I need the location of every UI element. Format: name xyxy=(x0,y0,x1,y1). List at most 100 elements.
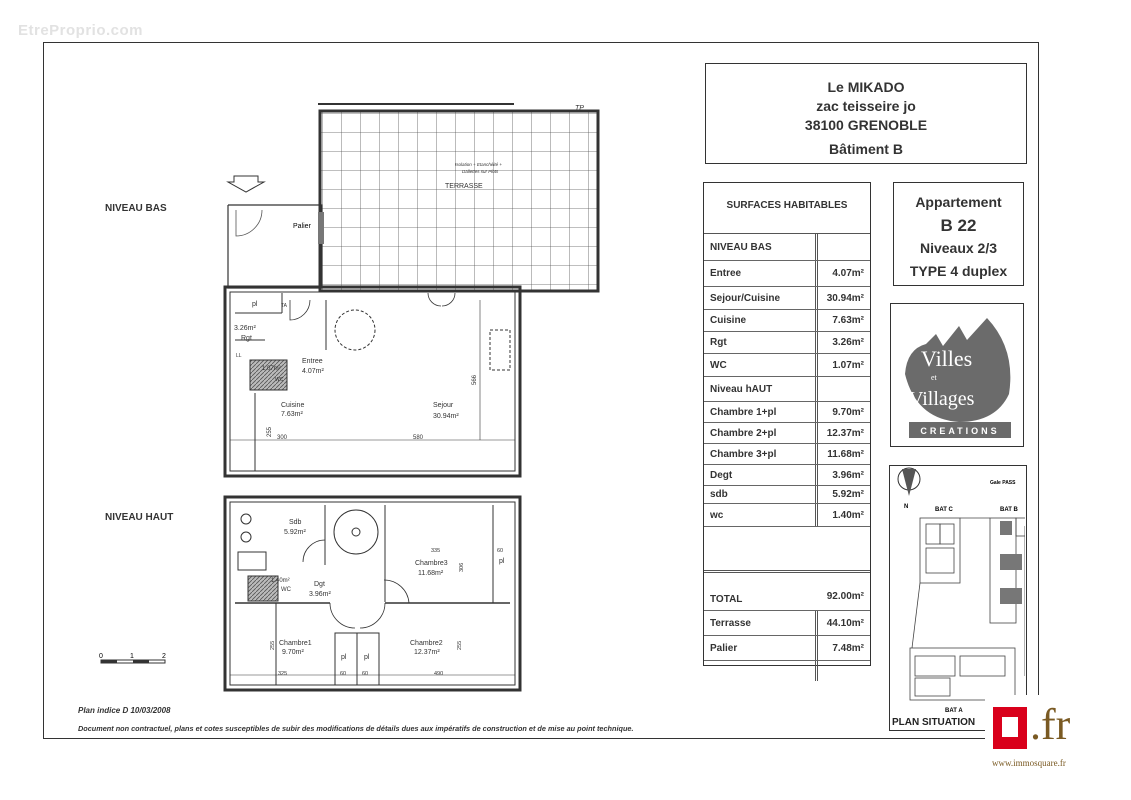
project-title-box: Le MIKADO zac teisseire jo 38100 GRENOBL… xyxy=(705,63,1027,164)
terrasse-note: Isolation + Etanchéité + xyxy=(455,162,502,167)
entree-label: Entree xyxy=(302,358,323,365)
situation-plan: N Gale PASS BAT C BAT B BAT A PLAN SITUA… xyxy=(889,465,1027,731)
scale-bar: 0 1 2 xyxy=(99,653,166,664)
row-label: NIVEAU BAS xyxy=(704,234,818,260)
chambre1-label: Chambre1 xyxy=(279,640,312,647)
north-arrow-icon xyxy=(902,469,916,496)
table-row: sdb 5.92m² xyxy=(704,486,870,504)
terrasse-area: TERRASSE Isolation + Etanchéité + Dallet… xyxy=(318,103,600,293)
apartment-number: B 22 xyxy=(940,216,977,235)
row-value: 9.70m² xyxy=(832,406,864,418)
apartment-box: Appartement B 22 Niveaux 2/3 TYPE 4 dupl… xyxy=(893,182,1024,286)
row-label: Cuisine xyxy=(704,310,818,331)
row-label: Niveau hAUT xyxy=(704,377,818,401)
chambre3-area: 11.68m² xyxy=(418,570,444,577)
scale-tick: 2 xyxy=(162,653,166,660)
dimension-label: 325 xyxy=(278,671,287,677)
row-value: 30.94m² xyxy=(826,292,864,304)
dimension-label: 306 xyxy=(459,563,465,572)
row-value: 12.37m² xyxy=(826,427,864,439)
wc-area: 1.40m² xyxy=(271,578,290,584)
project-zone: zac teisseire jo xyxy=(816,98,916,114)
row-value: 44.10m² xyxy=(826,617,864,629)
scale-tick: 0 xyxy=(99,653,103,660)
logo-villes: Villes xyxy=(921,346,972,371)
dimension-label: 335 xyxy=(431,548,440,554)
sdb-area: 5.92m² xyxy=(284,529,306,536)
wc-label: WC xyxy=(275,377,284,383)
row-label: wc xyxy=(704,504,818,526)
immosquare-url[interactable]: www.immosquare.fr xyxy=(992,758,1066,768)
row-label: Palier xyxy=(704,636,818,660)
row-value: 5.92m² xyxy=(832,489,864,500)
north-label: N xyxy=(904,504,908,510)
rgt-area: 3.26m² xyxy=(234,325,256,332)
dimension-label: 490 xyxy=(434,671,443,677)
palier-label: Palier xyxy=(293,223,312,230)
terrasse-label: TERRASSE xyxy=(445,183,483,190)
placard-label: pl xyxy=(341,654,347,661)
table-row: NIVEAU BAS xyxy=(704,234,870,261)
surfaces-title: SURFACES HABITABLES xyxy=(704,183,870,234)
table-row: Chambre 2+pl 12.37m² xyxy=(704,423,870,444)
row-label: Chambre 3+pl xyxy=(704,444,818,464)
row-label: sdb xyxy=(704,486,818,503)
row-value: 7.63m² xyxy=(832,315,864,326)
dgt-area: 3.96m² xyxy=(309,591,331,598)
dimension-label: 255 xyxy=(457,641,463,650)
wc-area: 1.07m² xyxy=(262,366,281,372)
situation-title: PLAN SITUATION xyxy=(892,717,976,728)
row-label: WC xyxy=(704,354,818,376)
placard-label: pl xyxy=(499,558,505,565)
scale-tick: 1 xyxy=(130,653,134,660)
apartment-type: TYPE 4 duplex xyxy=(909,263,1008,279)
entree-area: 4.07m² xyxy=(302,368,324,375)
dimension-label: 580 xyxy=(413,435,424,441)
chambre2-label: Chambre2 xyxy=(410,640,443,647)
project-name: Le MIKADO xyxy=(827,79,905,95)
building-label: Bâtiment B xyxy=(829,141,903,157)
cuisine-area: 7.63m² xyxy=(281,411,303,418)
row-value: 11.68m² xyxy=(827,448,864,460)
immosquare-square-icon xyxy=(993,707,1027,749)
dgt-label: Dgt xyxy=(314,581,325,588)
dimension-label: 60 xyxy=(362,671,368,677)
table-row: Niveau hAUT xyxy=(704,377,870,402)
sejour-label: Sejour xyxy=(433,402,454,409)
bat-c-label: BAT C xyxy=(935,507,954,513)
project-city: 38100 GRENOBLE xyxy=(804,117,928,133)
disclaimer: Document non contractuel, plans et cotes… xyxy=(78,724,634,733)
tp-label: TP xyxy=(575,105,584,112)
row-value: 1.40m² xyxy=(832,509,864,521)
row-label: Chambre 2+pl xyxy=(704,423,818,443)
immosquare-suffix: .fr xyxy=(1030,700,1071,749)
table-row: Chambre 3+pl 11.68m² xyxy=(704,444,870,465)
chambre2-area: 12.37m² xyxy=(414,649,440,656)
dimension-label: 566 xyxy=(472,374,478,385)
apartment-label: Appartement xyxy=(915,194,1002,210)
rgt-label: Rgt xyxy=(241,335,252,342)
dimension-label: 300 xyxy=(277,435,288,441)
table-row-blank xyxy=(704,661,870,681)
table-spacer xyxy=(704,527,870,573)
table-row: wc 1.40m² xyxy=(704,504,870,527)
row-label: Rgt xyxy=(704,332,818,353)
sdb-label: Sdb xyxy=(289,519,302,526)
dimension-label: 60 xyxy=(340,671,346,677)
total-row: TOTAL 92.00m² xyxy=(704,573,870,611)
ta-label: TA xyxy=(281,303,288,309)
logo-et: et xyxy=(931,373,938,382)
placard-label: pl xyxy=(364,654,370,661)
row-label: Terrasse xyxy=(704,611,818,635)
table-row: Terrasse 44.10m² xyxy=(704,611,870,636)
placard-label: pl xyxy=(252,301,258,308)
total-label: TOTAL xyxy=(710,594,743,605)
